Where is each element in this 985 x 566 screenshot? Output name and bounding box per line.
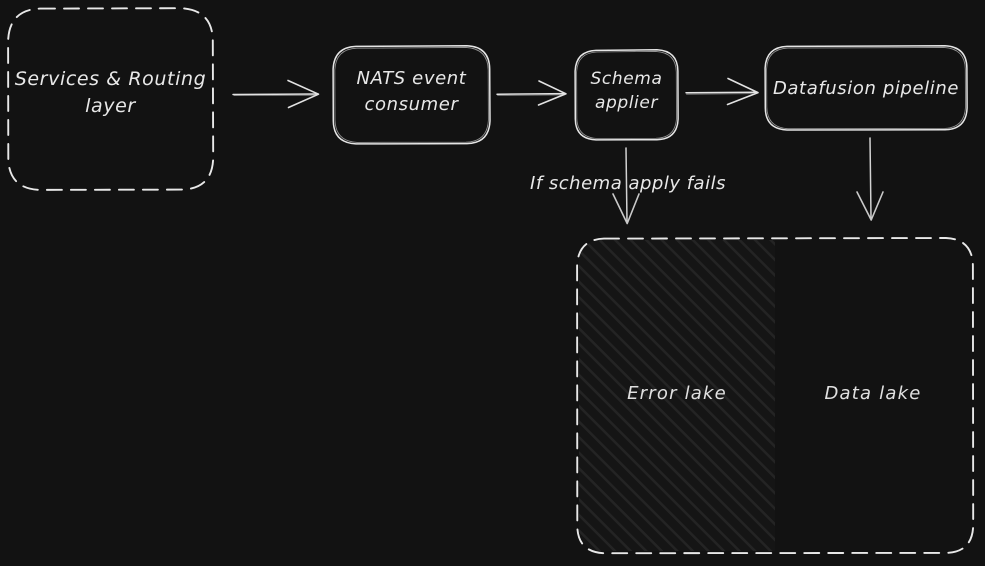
edge-nats-to-schema[interactable] [494, 82, 570, 110]
schema-applier-shape [574, 49, 679, 141]
arrow-datafusion-to-data-lake [856, 137, 884, 221]
edge-services-to-nats[interactable] [228, 82, 323, 110]
node-error-lake[interactable] [579, 240, 775, 551]
edge-datafusion-to-data-lake[interactable] [856, 138, 886, 222]
node-nats-event-consumer[interactable] [333, 46, 490, 144]
nats-event-consumer-shape [332, 45, 491, 145]
services-routing-layer-shape [7, 7, 215, 191]
arrow-schema-to-datafusion [685, 77, 759, 106]
error-lake-hatch-fill [579, 240, 775, 551]
node-services-routing-layer[interactable] [8, 8, 213, 190]
arrow-nats-to-schema [496, 80, 567, 106]
edge-schema-to-datafusion[interactable] [683, 80, 761, 108]
node-data-lake[interactable] [775, 240, 971, 551]
node-datafusion-pipeline[interactable] [765, 46, 967, 130]
arrow-schema-to-error-lake [612, 147, 640, 225]
lakes-container-shape [576, 237, 975, 555]
datafusion-pipeline-shape [764, 45, 968, 131]
edge-schema-to-error-lake[interactable] [612, 148, 642, 226]
node-schema-applier[interactable] [575, 50, 678, 140]
arrow-services-to-nats [232, 79, 320, 109]
